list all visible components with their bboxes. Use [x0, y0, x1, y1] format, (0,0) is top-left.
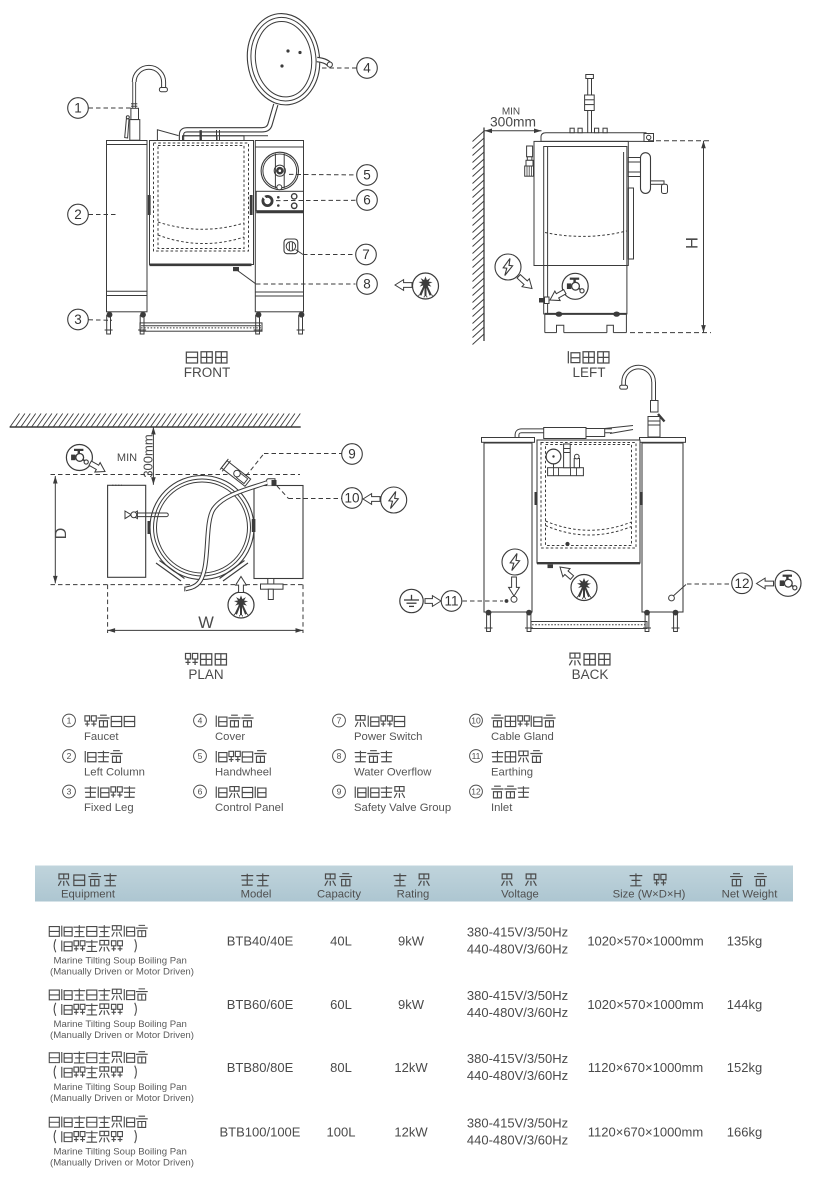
svg-text:1120×670×1000mm: 1120×670×1000mm — [588, 1124, 703, 1139]
svg-text:80L: 80L — [330, 1060, 352, 1075]
svg-text:(Manually Driven or Motor Driv: (Manually Driven or Motor Driven) — [50, 1093, 194, 1104]
svg-text:Cover: Cover — [215, 731, 245, 743]
svg-text:9: 9 — [348, 447, 356, 462]
svg-text:Safety Valve Group: Safety Valve Group — [354, 802, 451, 814]
svg-text:60L: 60L — [330, 997, 352, 1012]
svg-text:380-415V/3/50Hz: 380-415V/3/50Hz — [467, 988, 568, 1003]
svg-text:11: 11 — [472, 751, 481, 761]
svg-text:7: 7 — [362, 247, 370, 262]
svg-text:8: 8 — [337, 751, 342, 761]
svg-text:380-415V/3/50Hz: 380-415V/3/50Hz — [467, 1051, 568, 1066]
svg-text:Fixed Leg: Fixed Leg — [84, 802, 134, 814]
svg-text:1: 1 — [74, 101, 82, 116]
svg-text:6: 6 — [363, 193, 371, 208]
svg-text:BTB80/80E: BTB80/80E — [227, 1060, 294, 1075]
svg-text:9: 9 — [337, 787, 342, 797]
svg-text:440-480V/3/60Hz: 440-480V/3/60Hz — [467, 1132, 568, 1147]
svg-text:LEFT: LEFT — [572, 365, 605, 380]
svg-text:Handwheel: Handwheel — [215, 767, 272, 779]
svg-text:40L: 40L — [330, 934, 352, 949]
svg-text:5: 5 — [198, 751, 203, 761]
svg-text:Cable Gland: Cable Gland — [491, 731, 554, 743]
svg-text:380-415V/3/50Hz: 380-415V/3/50Hz — [467, 1115, 568, 1130]
svg-text:PLAN: PLAN — [188, 667, 223, 682]
svg-text:MIN: MIN — [117, 452, 137, 464]
svg-text:1: 1 — [67, 716, 72, 726]
svg-text:Size (W×D×H): Size (W×D×H) — [613, 889, 686, 901]
svg-text:4: 4 — [363, 61, 371, 76]
svg-text:10: 10 — [344, 491, 359, 506]
svg-text:6: 6 — [198, 787, 203, 797]
svg-text:8: 8 — [363, 277, 371, 292]
svg-text:300mm: 300mm — [490, 114, 536, 129]
svg-text:MIN: MIN — [502, 107, 520, 118]
svg-text:Net Weight: Net Weight — [722, 889, 779, 901]
svg-text:Power Switch: Power Switch — [354, 731, 422, 743]
svg-text:W: W — [198, 614, 214, 632]
svg-text:BTB40/40E: BTB40/40E — [227, 934, 294, 949]
svg-text:(Manually Driven or Motor Driv: (Manually Driven or Motor Driven) — [50, 1030, 194, 1041]
svg-text:Voltage: Voltage — [501, 889, 539, 901]
svg-text:Left Column: Left Column — [84, 767, 145, 779]
svg-text:144kg: 144kg — [727, 997, 762, 1012]
svg-text:12: 12 — [734, 576, 749, 591]
svg-text:Capacity: Capacity — [317, 889, 361, 901]
svg-text:Marine Tilting Soup Boiling Pa: Marine Tilting Soup Boiling Pan — [54, 1146, 187, 1157]
svg-text:Marine Tilting Soup Boiling Pa: Marine Tilting Soup Boiling Pan — [54, 956, 187, 967]
svg-text:166kg: 166kg — [727, 1124, 762, 1139]
svg-text:1020×570×1000mm: 1020×570×1000mm — [587, 934, 703, 949]
svg-text:Inlet: Inlet — [491, 802, 513, 814]
svg-text:9kW: 9kW — [398, 934, 425, 949]
svg-text:BACK: BACK — [572, 667, 609, 682]
svg-text:2: 2 — [74, 207, 82, 222]
svg-text:10: 10 — [471, 716, 481, 726]
svg-text:440-480V/3/60Hz: 440-480V/3/60Hz — [467, 942, 568, 957]
svg-text:2: 2 — [67, 751, 72, 761]
svg-text:(Manually Driven or Motor Driv: (Manually Driven or Motor Driven) — [50, 967, 194, 978]
svg-text:12kW: 12kW — [394, 1060, 428, 1075]
svg-text:H: H — [684, 237, 702, 249]
svg-text:1120×670×1000mm: 1120×670×1000mm — [588, 1060, 703, 1075]
svg-text:Earthing: Earthing — [491, 767, 533, 779]
svg-text:Water Overflow: Water Overflow — [354, 767, 432, 779]
svg-text:FRONT: FRONT — [184, 365, 231, 380]
svg-text:7: 7 — [337, 716, 342, 726]
svg-text:(Manually Driven or Motor Driv: (Manually Driven or Motor Driven) — [50, 1157, 194, 1168]
svg-text:300mm: 300mm — [141, 434, 156, 477]
svg-text:12kW: 12kW — [394, 1124, 428, 1139]
svg-text:BTB100/100E: BTB100/100E — [220, 1124, 301, 1139]
svg-text:380-415V/3/50Hz: 380-415V/3/50Hz — [467, 925, 568, 940]
svg-text:12: 12 — [471, 787, 481, 797]
svg-text:BTB60/60E: BTB60/60E — [227, 997, 294, 1012]
svg-text:3: 3 — [67, 787, 72, 797]
svg-text:Control Panel: Control Panel — [215, 802, 283, 814]
svg-text:4: 4 — [198, 716, 203, 726]
svg-text:1020×570×1000mm: 1020×570×1000mm — [587, 997, 703, 1012]
svg-text:Marine Tilting Soup Boiling Pa: Marine Tilting Soup Boiling Pan — [54, 1082, 187, 1093]
svg-text:Marine Tilting Soup Boiling Pa: Marine Tilting Soup Boiling Pan — [54, 1019, 187, 1030]
svg-text:5: 5 — [363, 168, 371, 183]
svg-text:Faucet: Faucet — [84, 731, 119, 743]
svg-text:135kg: 135kg — [727, 934, 762, 949]
svg-text:100L: 100L — [327, 1124, 356, 1139]
svg-text:D: D — [53, 528, 70, 540]
svg-text:Equipment: Equipment — [61, 889, 116, 901]
svg-text:152kg: 152kg — [727, 1060, 762, 1075]
svg-text:Model: Model — [241, 889, 272, 901]
svg-text:3: 3 — [74, 312, 82, 327]
svg-text:11: 11 — [444, 594, 458, 609]
svg-text:440-480V/3/60Hz: 440-480V/3/60Hz — [467, 1068, 568, 1083]
svg-text:9kW: 9kW — [398, 997, 425, 1012]
svg-text:Rating: Rating — [397, 889, 430, 901]
svg-text:440-480V/3/60Hz: 440-480V/3/60Hz — [467, 1005, 568, 1020]
